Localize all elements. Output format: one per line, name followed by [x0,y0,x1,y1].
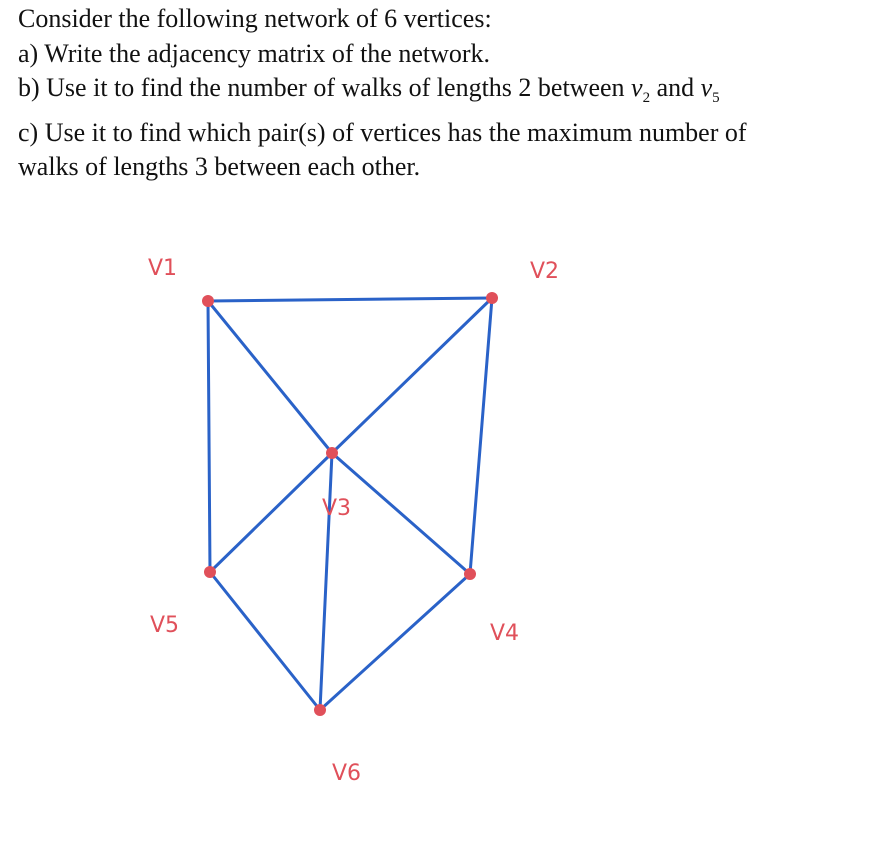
question-intro: Consider the following network of 6 vert… [18,4,492,33]
vertex-label-v2: V2 [530,259,559,284]
edge-v1-v3 [206,299,334,455]
question-text: Consider the following network of 6 vert… [18,2,888,185]
var-sub: 2 [642,90,651,107]
vertex-v1 [202,295,214,307]
part-b-and: and [650,73,701,102]
var-v: v [700,73,713,102]
edge-v1-v5 [206,299,212,574]
var-sub: 5 [712,90,720,107]
vertex-v5 [204,566,216,578]
edge-v1-v2 [206,296,494,303]
vertex-v2 [486,292,498,304]
edge-v2-v3 [330,296,494,455]
var-v: v [631,73,643,102]
edge-v5-v6 [208,570,322,712]
edge-v3-v6 [318,451,334,712]
vertex-v4 [464,568,476,580]
edge-v2-v4 [468,296,494,576]
vertex-label-v3: V3 [322,496,351,521]
part-b-text: b) Use it to find the number of walks of… [18,73,632,102]
edge-v3-v5 [208,451,334,574]
vertex-label-v4: V4 [490,621,519,646]
vertex-label-v1: V1 [148,256,177,281]
question-part-a: a) Write the adjacency matrix of the net… [18,38,491,68]
vertex-v3 [326,447,338,459]
edge-v4-v6 [318,572,472,712]
edge-v3-v4 [330,451,472,576]
vertex-v6 [314,704,326,716]
question-part-c-line1: c) Use it to find which pair(s) of verti… [18,117,747,147]
vertex-label-v5: V5 [150,613,179,638]
question-part-b: b) Use it to find the number of walks of… [18,71,888,116]
vertex-label-v6: V6 [332,761,361,786]
question-part-c-line2: walks of lengths 3 between each other. [18,152,421,182]
